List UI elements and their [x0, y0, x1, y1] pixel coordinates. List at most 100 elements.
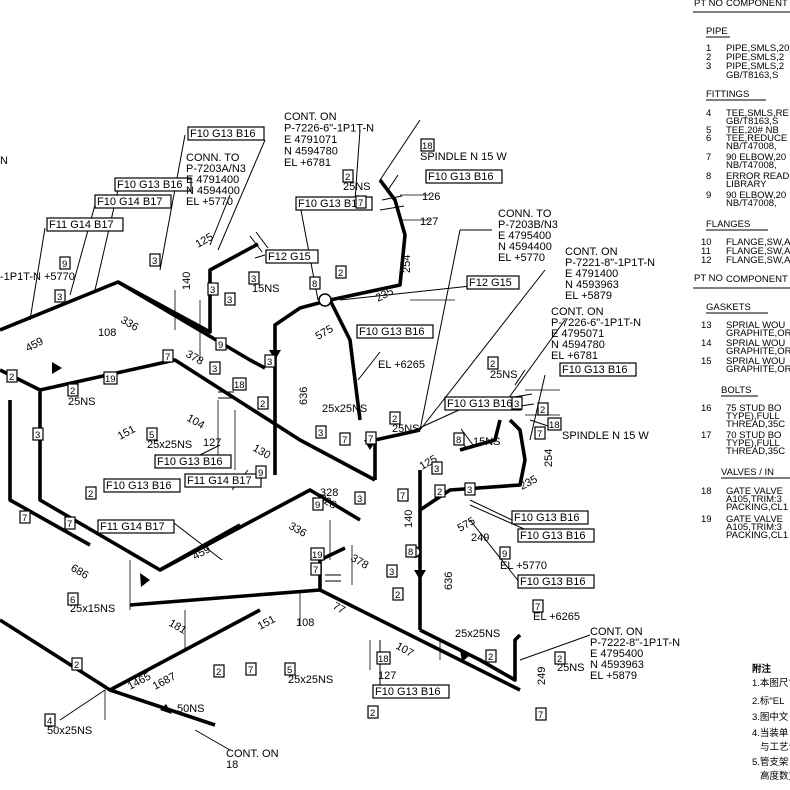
part-tag: 7 — [535, 707, 547, 721]
flange-icon — [249, 231, 269, 253]
svg-text:2: 2 — [260, 399, 265, 410]
svg-text:14: 14 — [701, 338, 712, 349]
part-tag: 7 — [339, 432, 351, 446]
svg-text:7: 7 — [358, 198, 363, 209]
svg-text:90 ELBOW,20: 90 ELBOW,20 — [726, 152, 786, 163]
spec-box: F10 G13 B16 — [295, 196, 373, 211]
part-tag: 19 — [103, 371, 118, 385]
svg-text:4: 4 — [47, 716, 52, 727]
svg-text:FLANGE,SW,A: FLANGE,SW,A — [726, 237, 790, 248]
svg-text:3: 3 — [467, 485, 472, 496]
svg-text:TEE,20# NB: TEE,20# NB — [726, 125, 779, 136]
size-label: 25x25NS — [288, 674, 333, 686]
part-tag: 18 — [420, 138, 435, 152]
svg-text:TYPE),FULL: TYPE),FULL — [726, 411, 780, 422]
part-tag: 8 — [453, 432, 465, 446]
spec-box: F10 G13 B16 — [517, 528, 595, 543]
dimension-text: 1687 — [151, 671, 178, 693]
part-tag: 3 — [32, 427, 44, 441]
part-tag: 2 — [434, 484, 446, 498]
svg-text:18: 18 — [234, 380, 245, 391]
part-tag: 18 — [232, 377, 247, 391]
flow-arrow-icon — [160, 704, 172, 714]
svg-text:2: 2 — [706, 52, 711, 63]
part-tag: 18 — [376, 651, 391, 665]
part-tag: 2 — [257, 396, 269, 410]
svg-text:ERROR READ: ERROR READ — [726, 171, 789, 182]
svg-text:9: 9 — [706, 190, 711, 201]
flange-icon — [218, 391, 234, 399]
part-tag: 7 — [19, 510, 31, 524]
svg-text:F10 G13 B16: F10 G13 B16 — [428, 171, 493, 183]
north-label: N — [0, 155, 8, 167]
svg-text:GB/T8163,S: GB/T8163,S — [726, 116, 778, 127]
dimension-text: 378 — [184, 348, 206, 368]
spec-box: F10 G13 B16 — [444, 396, 522, 411]
svg-text:6: 6 — [706, 133, 711, 144]
part-tag: 8 — [309, 276, 321, 290]
svg-text:2: 2 — [70, 386, 75, 397]
dimension-text: 140 — [181, 272, 193, 290]
svg-text:19: 19 — [701, 514, 712, 525]
svg-text:3: 3 — [357, 494, 362, 505]
part-tag: 7 — [534, 426, 546, 440]
svg-text:2.标"EL: 2.标"EL — [752, 695, 784, 707]
spec-box: F12 G15 — [265, 249, 319, 264]
flow-arrow-icon — [140, 573, 150, 587]
svg-text:3: 3 — [267, 357, 272, 368]
dimension-text: 77 — [331, 600, 348, 617]
dimension-text: 249 — [536, 667, 548, 685]
svg-text:PIPE,SMLS,20: PIPE,SMLS,20 — [726, 43, 789, 54]
svg-text:PIPE,SMLS,2: PIPE,SMLS,2 — [726, 61, 784, 72]
svg-text:F11 G14 B17: F11 G14 B17 — [100, 521, 165, 533]
part-tag: 9 — [312, 497, 324, 511]
svg-text:F10 G13 B16: F10 G13 B16 — [514, 512, 579, 524]
svg-text:17: 17 — [701, 430, 712, 441]
size-label: 50x25NS — [47, 725, 92, 737]
svg-text:3: 3 — [251, 274, 256, 285]
svg-text:5.管支架: 5.管支架 — [752, 756, 789, 768]
part-tag: 2 — [537, 402, 549, 416]
svg-text:F10 G13 B16: F10 G13 B16 — [190, 128, 255, 140]
svg-text:F12 G15: F12 G15 — [268, 251, 311, 263]
svg-text:SPRIAL WOU: SPRIAL WOU — [726, 338, 785, 349]
svg-text:与工艺专: 与工艺专 — [760, 741, 790, 753]
svg-text:8: 8 — [408, 547, 413, 558]
pipe-run — [373, 428, 421, 480]
dimension-text: 140 — [403, 510, 415, 528]
svg-text:9: 9 — [218, 340, 223, 351]
pipe-run — [8, 400, 91, 547]
spec-box: F12 G15 — [466, 275, 520, 290]
part-tag: 2 — [71, 657, 83, 671]
dimension-text: 459 — [191, 543, 213, 562]
pipe-run — [117, 242, 259, 334]
part-tag: 3 — [315, 425, 327, 439]
svg-text:THREAD,35C: THREAD,35C — [726, 419, 785, 430]
svg-text:2: 2 — [490, 359, 495, 370]
notes-heading: 附注 — [752, 663, 772, 675]
pipe-run — [129, 588, 521, 692]
part-tag: 3 — [386, 564, 398, 578]
dimension-text: 127 — [420, 216, 438, 228]
svg-text:3: 3 — [318, 428, 323, 439]
svg-text:2: 2 — [540, 405, 545, 416]
dimension-text: 636 — [443, 572, 455, 590]
svg-text:7: 7 — [400, 491, 405, 502]
svg-text:2: 2 — [488, 652, 493, 663]
svg-text:19: 19 — [105, 374, 116, 385]
svg-text:2: 2 — [216, 667, 221, 678]
elevation-label: EL +5770 — [500, 560, 547, 572]
dimension-text: 636 — [298, 387, 310, 405]
svg-text:7: 7 — [368, 434, 373, 445]
dimension-text: 127 — [378, 670, 396, 682]
dimension-text: 107 — [394, 640, 416, 660]
dimension-text: 575 — [314, 323, 336, 343]
dimension-text: 151 — [256, 613, 278, 632]
dimension-text: 254 — [543, 449, 555, 467]
svg-text:15: 15 — [701, 356, 712, 367]
svg-text:GATE VALVE: GATE VALVE — [726, 486, 783, 497]
svg-text:A105,TRIM:3: A105,TRIM:3 — [726, 494, 782, 505]
